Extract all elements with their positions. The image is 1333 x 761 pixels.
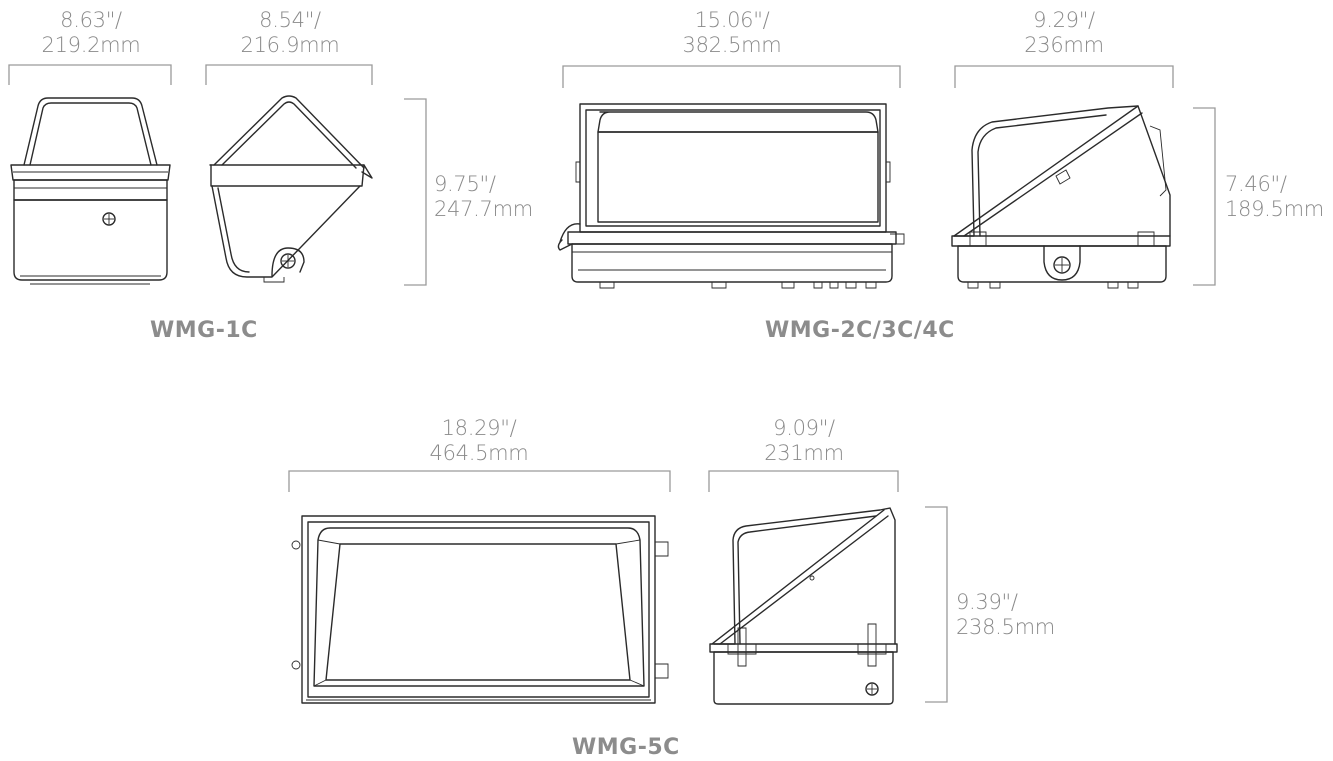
wmg2c-model-name: WMG-2C/3C/4C — [765, 318, 955, 343]
wmg5c-front-width-label: 18.29"/ 464.5mm — [418, 416, 540, 466]
dim-metric: 189.5mm — [1225, 197, 1324, 221]
dim-imperial: 8.54"/ — [259, 8, 321, 32]
wmg1c-height-bracket — [404, 98, 427, 286]
wmg5c-side-width-bracket — [708, 470, 899, 492]
dim-imperial: 7.46"/ — [1225, 172, 1287, 196]
wmg5c-height-label: 9.39"/ 238.5mm — [956, 590, 1066, 640]
dim-imperial: 9.39"/ — [956, 590, 1018, 614]
wmg5c-model-name: WMG-5C — [572, 735, 680, 760]
dim-metric: 382.5mm — [682, 33, 782, 57]
dim-metric: 219.2mm — [41, 33, 141, 57]
wmg1c-front-width-bracket — [8, 64, 172, 85]
wmg2c-front-view — [557, 103, 905, 289]
wmg1c-front-view — [10, 97, 171, 285]
wmg5c-front-view — [291, 515, 669, 704]
wmg5c-front-width-bracket — [288, 470, 671, 492]
wmg5c-side-width-label: 9.09"/ 231mm — [748, 416, 860, 466]
wmg2c-side-width-bracket — [954, 65, 1174, 88]
wmg2c-side-width-label: 9.29"/ 236mm — [1008, 8, 1120, 58]
dim-metric: 247.7mm — [434, 197, 533, 221]
dim-metric: 238.5mm — [956, 615, 1055, 639]
wmg1c-side-view — [209, 95, 373, 283]
dim-imperial: 18.29"/ — [441, 416, 517, 440]
wmg1c-side-width-bracket — [205, 64, 373, 85]
wmg5c-side-view — [709, 507, 898, 705]
wmg1c-height-label: 9.75"/ 247.7mm — [434, 172, 544, 222]
wmg2c-front-width-label: 15.06"/ 382.5mm — [672, 8, 792, 58]
wmg2c-front-width-bracket — [562, 65, 901, 88]
wmg2c-side-view — [951, 105, 1171, 289]
wmg2c-height-bracket — [1193, 107, 1216, 286]
dim-imperial: 9.09"/ — [773, 416, 835, 440]
wmg1c-front-width-label: 8.63"/ 219.2mm — [35, 8, 147, 58]
dim-imperial: 9.75"/ — [434, 172, 496, 196]
wmg1c-model-name: WMG-1C — [150, 318, 258, 343]
wmg1c-side-width-label: 8.54"/ 216.9mm — [234, 8, 346, 58]
dim-metric: 231mm — [764, 441, 844, 465]
dim-metric: 464.5mm — [429, 441, 529, 465]
dim-imperial: 9.29"/ — [1033, 8, 1095, 32]
dim-metric: 236mm — [1024, 33, 1104, 57]
wmg2c-height-label: 7.46"/ 189.5mm — [1225, 172, 1331, 222]
dim-imperial: 8.63"/ — [60, 8, 122, 32]
dim-imperial: 15.06"/ — [694, 8, 770, 32]
dim-metric: 216.9mm — [240, 33, 340, 57]
wmg5c-height-bracket — [925, 506, 948, 703]
